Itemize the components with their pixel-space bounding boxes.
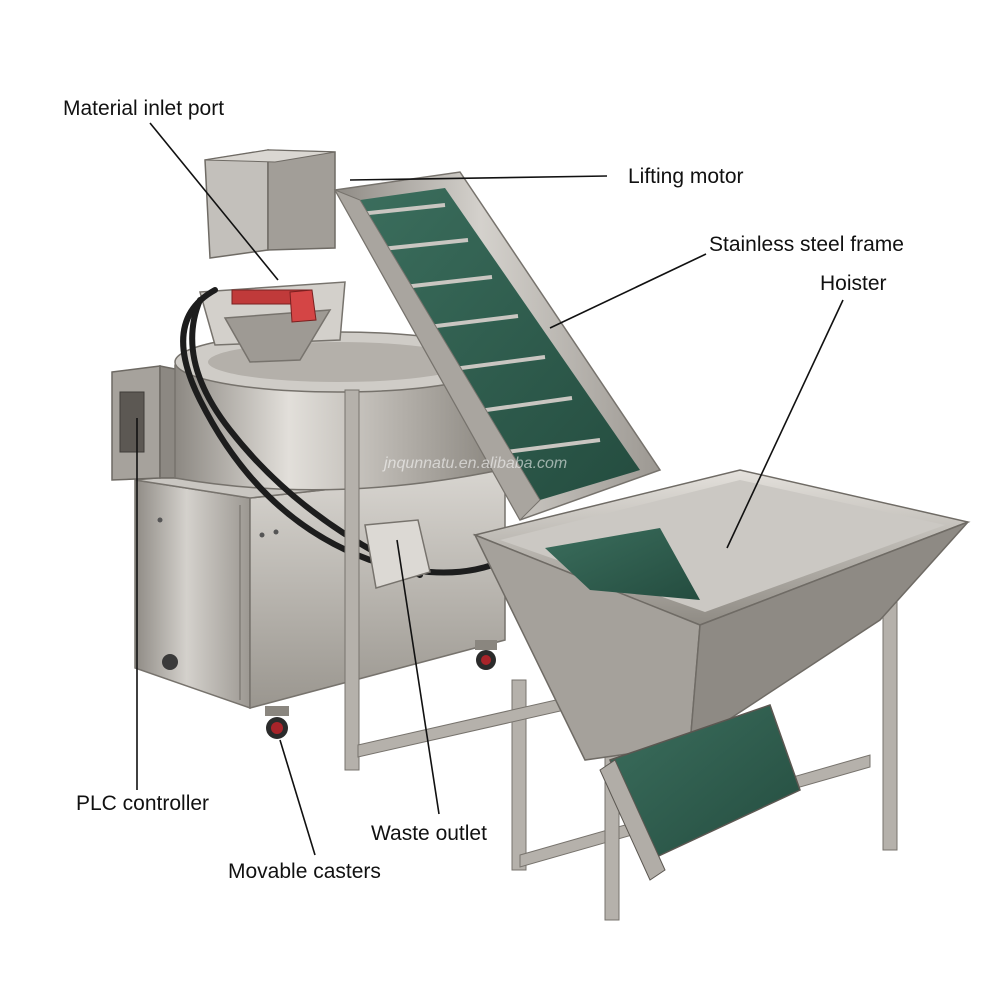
plc-controller-box — [111, 365, 191, 481]
label-plc-controller: PLC controller — [76, 792, 210, 815]
receiving-hopper — [472, 469, 971, 761]
material-inlet-funnel — [199, 281, 346, 363]
peeling-drum — [174, 331, 502, 491]
movable-casters — [162, 640, 497, 739]
caster-wheel — [265, 706, 289, 739]
label-material-inlet-port: Material inlet port — [63, 97, 225, 120]
lifting-motor-box — [204, 149, 336, 259]
label-hoister: Hoister — [820, 272, 887, 295]
leader-material-inlet-port — [149, 122, 279, 281]
watermark-text: jnqunnatu.en.alibaba.com — [384, 455, 568, 472]
leader-waste-outlet — [396, 539, 440, 815]
machine-base-cabinet — [134, 454, 506, 710]
caster-wheel — [475, 640, 497, 670]
feeder-belt — [599, 704, 801, 881]
label-movable-casters: Movable casters — [228, 860, 381, 883]
caster-wheel — [162, 654, 178, 670]
leader-movable-casters — [279, 739, 316, 856]
leader-lifting-motor — [349, 175, 608, 181]
leader-hoister — [726, 299, 844, 549]
waste-outlet-chute — [364, 519, 431, 589]
label-stainless-steel-frame: Stainless steel frame — [709, 233, 904, 256]
inclined-conveyor — [333, 171, 662, 521]
callout-leader-lines — [136, 122, 844, 856]
leader-stainless-steel-frame — [549, 253, 707, 329]
label-waste-outlet: Waste outlet — [371, 822, 487, 845]
label-lifting-motor: Lifting motor — [628, 165, 744, 188]
